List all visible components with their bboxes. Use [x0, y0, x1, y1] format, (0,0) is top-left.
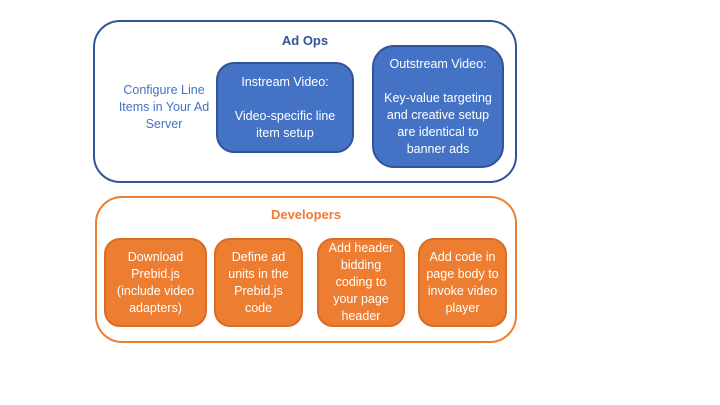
instream-video-box: Instream Video: Video-specific line item…: [216, 62, 354, 153]
ad-ops-group: Ad Ops Configure Line Items in Your Ad S…: [93, 20, 517, 183]
outstream-video-box: Outstream Video: Key-value targeting and…: [372, 45, 504, 168]
developers-group: Developers Download Prebid.js (include v…: [95, 196, 517, 343]
define-ad-units-text: Define ad units in the Prebid.js code: [228, 249, 289, 315]
download-prebid-text: Download Prebid.js (include video adapte…: [116, 249, 195, 315]
developers-title: Developers: [270, 207, 342, 222]
configure-line-items-label: Configure Line Items in Your Ad Server: [118, 83, 210, 131]
define-ad-units-box: Define ad units in the Prebid.js code: [214, 238, 303, 327]
add-header-bidding-box: Add header bidding coding to your page h…: [317, 238, 405, 327]
ad-ops-title: Ad Ops: [281, 33, 329, 48]
instream-video-text: Instream Video: Video-specific line item…: [234, 74, 336, 140]
add-page-body-code-text: Add code in page body to invoke video pl…: [426, 249, 499, 315]
outstream-video-text: Outstream Video: Key-value targeting and…: [384, 56, 492, 156]
download-prebid-box: Download Prebid.js (include video adapte…: [104, 238, 207, 327]
add-header-bidding-text: Add header bidding coding to your page h…: [328, 241, 394, 323]
add-page-body-code-box: Add code in page body to invoke video pl…: [418, 238, 507, 327]
